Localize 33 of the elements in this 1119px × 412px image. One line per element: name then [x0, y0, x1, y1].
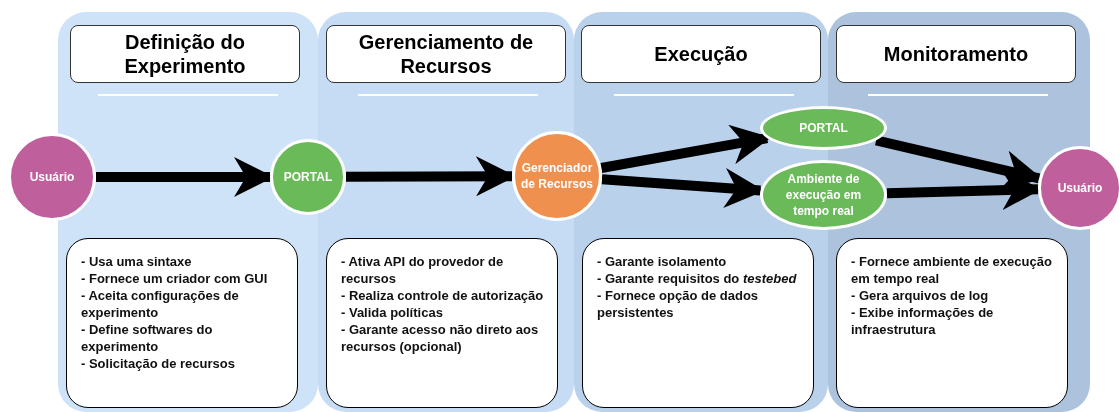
title-box: [70, 25, 300, 83]
bullet-item: - Fornece opção de dados persistentes: [597, 287, 760, 321]
bullet-item: - Usa uma sintaxe: [81, 253, 193, 270]
circle-label: PORTAL: [282, 169, 334, 185]
bullet-item: - Ativa API do provedor de recursos: [341, 253, 505, 287]
stage-title: Monitoramento: [883, 42, 1029, 66]
title-box: [326, 25, 566, 83]
circle-label: PORTAL: [798, 120, 849, 136]
stage-title: Execução: [654, 42, 748, 66]
title-box: [836, 25, 1076, 83]
circle-label: Ambiente de execução em tempo real: [784, 171, 863, 219]
circle-label: Usuário: [28, 169, 76, 185]
description-box: [836, 238, 1068, 408]
stage-title: Gerenciamento de Recursos: [357, 30, 535, 78]
bullet-item: - Garante requisitos do testebed: [597, 270, 798, 287]
bullet-item: - Define softwares do experimento: [81, 321, 214, 355]
description-box: [326, 238, 558, 408]
bullet-item: - Fornece um criador com GUI: [81, 270, 269, 287]
circle-label: Usuário: [1056, 180, 1104, 196]
bullet-item: - Solicitação de recursos: [81, 355, 236, 372]
bullet-item: - Realiza controle de autorização: [341, 287, 545, 304]
bullet-item: - Fornece ambiente de execução em tempo real: [851, 253, 1053, 287]
bullet-item: - Exibe informações de infraestrutura: [851, 304, 995, 338]
circle-label: Gerenciador de Recursos: [520, 160, 594, 192]
bullet-item: - Garante isolamento: [597, 253, 728, 270]
title-box: [581, 25, 821, 83]
bullet-item: - Valida políticas: [341, 304, 444, 321]
bullet-item: - Garante acesso não direto aos recursos (opcional): [341, 321, 540, 355]
bullet-item: - Aceita configurações de experimento: [81, 287, 240, 321]
stage-title: Definição do Experimento: [123, 30, 247, 78]
description-box: [582, 238, 814, 408]
description-box: [66, 238, 298, 408]
bullet-item: - Gera arquivos de log: [851, 287, 990, 304]
